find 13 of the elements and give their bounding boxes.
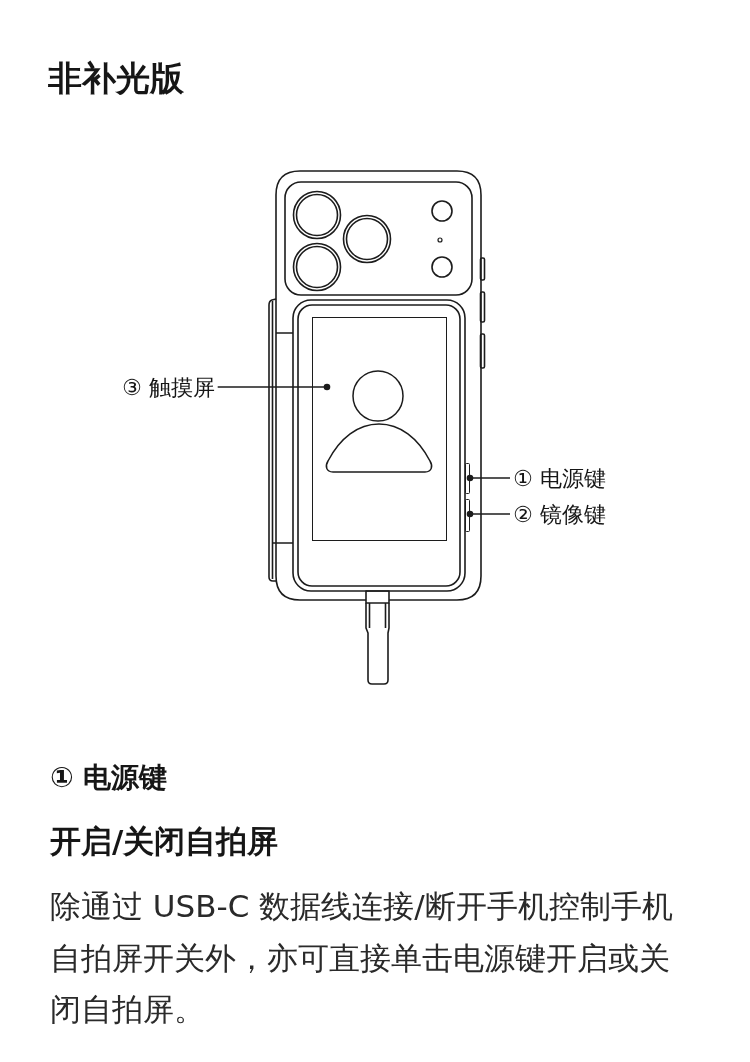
title: 非补光版 [48, 57, 184, 99]
touch-screen [312, 317, 447, 541]
body-text: 除通过 USB-C 数据线连接/断开手机控制手机自拍屏开关外，亦可直接单击电源键开启或关闭自拍屏。 [50, 887, 674, 1029]
side-button [465, 499, 470, 532]
callout-label: ③ 触摸屏 [122, 372, 215, 402]
leader-line [216, 383, 331, 391]
callout-label: ② 镜像键 [513, 499, 606, 529]
subheading: 开启/关闭自拍屏 [50, 822, 279, 860]
leader-line [466, 510, 511, 518]
side-button [465, 463, 470, 494]
section-heading: ① 电源键 [50, 760, 168, 796]
callout-label: ① 电源键 [513, 463, 606, 493]
leader-line [466, 474, 511, 482]
